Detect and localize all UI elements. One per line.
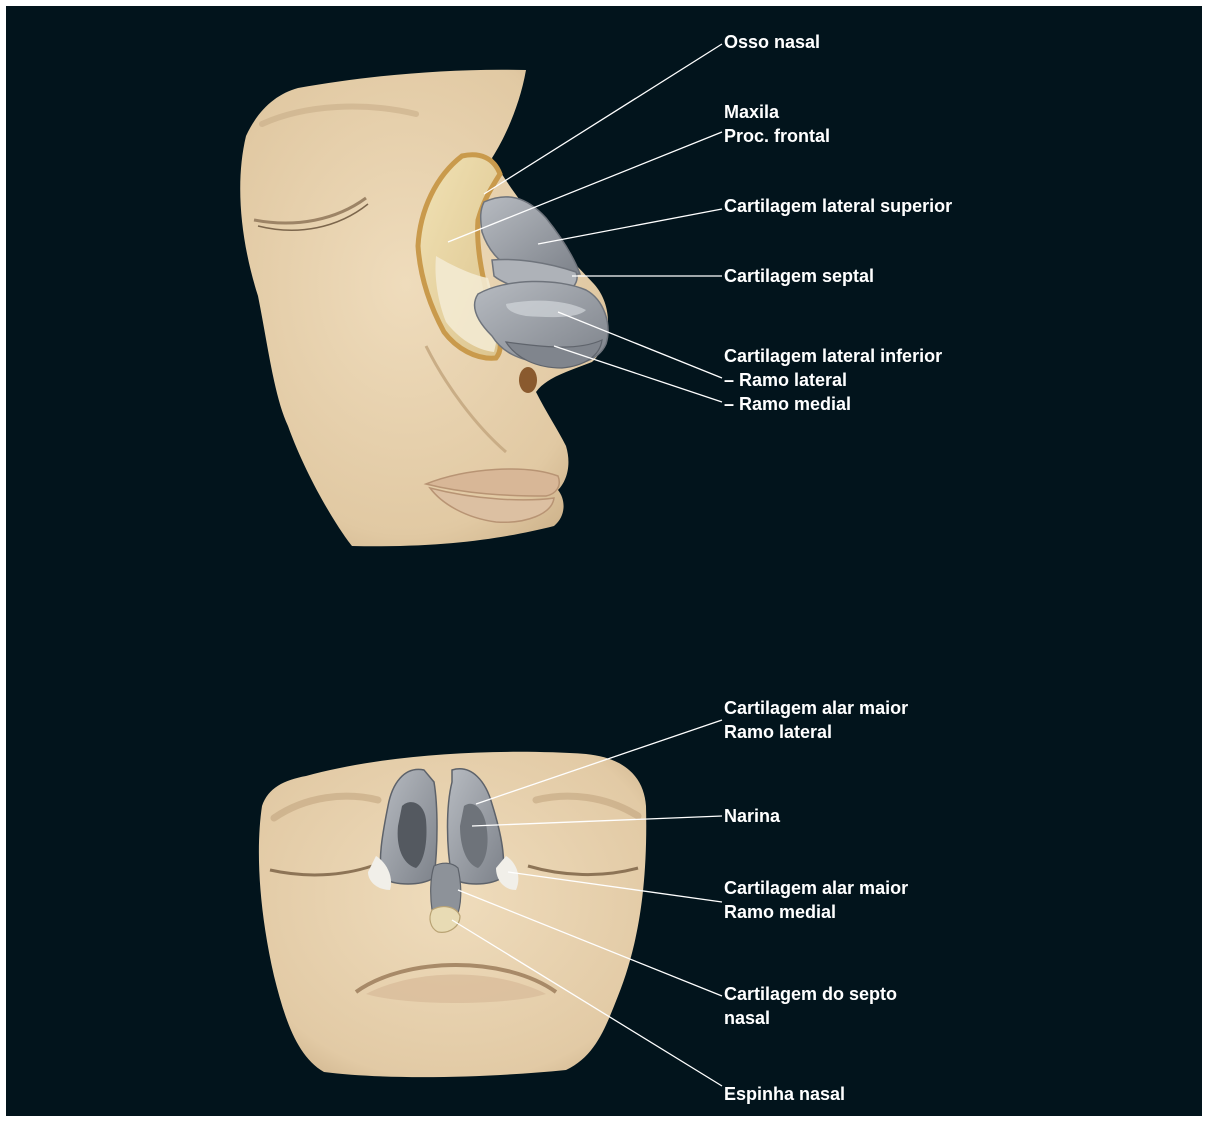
label-maxila-text: Maxila (724, 100, 830, 124)
label-cart-septal-text: Cartilagem septal (724, 264, 874, 288)
label-cartilagem-lateral-inferior: Cartilagem lateral inferior – Ramo later… (724, 344, 942, 416)
label-maxila: Maxila Proc. frontal (724, 100, 830, 148)
label-alar-maior-2-text: Cartilagem alar maior (724, 876, 908, 900)
label-cart-lat-sup-text: Cartilagem lateral superior (724, 194, 952, 218)
label-cartilagem-lateral-superior: Cartilagem lateral superior (724, 194, 952, 218)
label-alar-maior-lateral: Cartilagem alar maior Ramo lateral (724, 696, 908, 744)
label-espinha-nasal: Espinha nasal (724, 1082, 845, 1106)
label-osso-nasal-text: Osso nasal (724, 30, 820, 54)
label-narina-text: Narina (724, 804, 780, 828)
label-alar-ramo-lateral-text: Ramo lateral (724, 720, 908, 744)
label-septo-1-text: Cartilagem do septo (724, 982, 897, 1006)
anatomy-illustration (6, 6, 1202, 1116)
label-proc-frontal-text: Proc. frontal (724, 124, 830, 148)
label-ramo-lateral-text: – Ramo lateral (724, 368, 942, 392)
label-cartilagem-septo-nasal: Cartilagem do septo nasal (724, 982, 897, 1030)
label-osso-nasal: Osso nasal (724, 30, 820, 54)
label-alar-maior-1-text: Cartilagem alar maior (724, 696, 908, 720)
figure-plate: Osso nasal Maxila Proc. frontal Cartilag… (6, 6, 1202, 1116)
label-cart-lat-inf-text: Cartilagem lateral inferior (724, 344, 942, 368)
lateral-nose-dissection (418, 155, 608, 368)
label-alar-ramo-medial-text: Ramo medial (724, 900, 908, 924)
label-espinha-text: Espinha nasal (724, 1082, 845, 1106)
label-septo-2-text: nasal (724, 1006, 897, 1030)
label-narina: Narina (724, 804, 780, 828)
label-cartilagem-septal: Cartilagem septal (724, 264, 874, 288)
lateral-nostril (519, 367, 537, 393)
label-alar-maior-medial: Cartilagem alar maior Ramo medial (724, 876, 908, 924)
label-ramo-medial-text: – Ramo medial (724, 392, 942, 416)
